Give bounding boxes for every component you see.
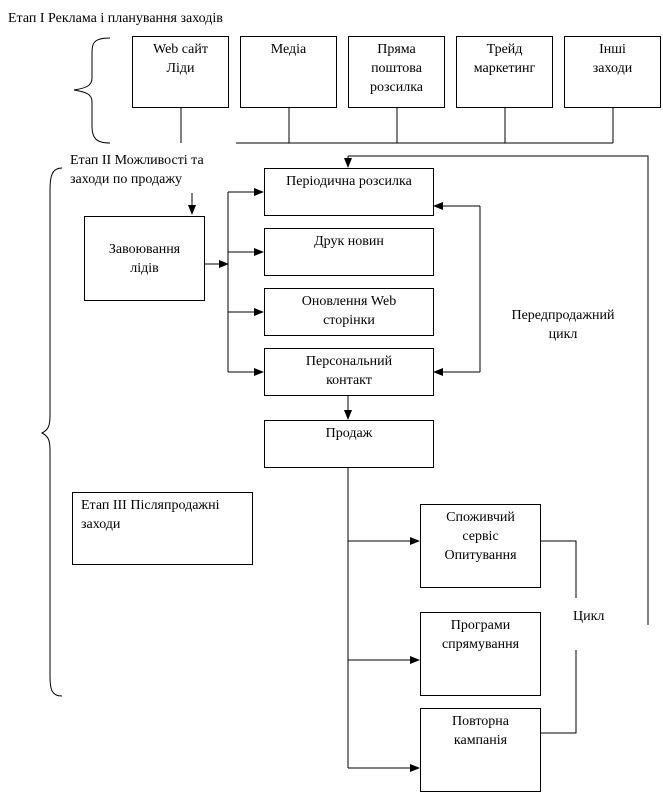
sale-box: Продаж — [264, 420, 434, 468]
activity-periodic-mailing: Періодична розсилка — [264, 168, 434, 216]
stage1-title: Етап I Реклама і планування заходів — [8, 11, 223, 26]
aftersale-cycle-label: Цикл — [573, 609, 605, 624]
stage1-box-media: Медіа — [240, 36, 337, 108]
stage1-brace — [73, 37, 111, 144]
feedback-loop-line — [348, 155, 649, 625]
stage2-title: Етап II Можливості та заходи по продажу — [70, 153, 204, 187]
stage2-brace — [40, 167, 63, 697]
cycle-bracket-bottom — [541, 650, 577, 734]
presale-cycle-label: Передпродажний цикл — [511, 308, 615, 342]
activity-news-print: Друк новин — [264, 228, 434, 276]
cycle-bracket-top — [541, 540, 577, 598]
